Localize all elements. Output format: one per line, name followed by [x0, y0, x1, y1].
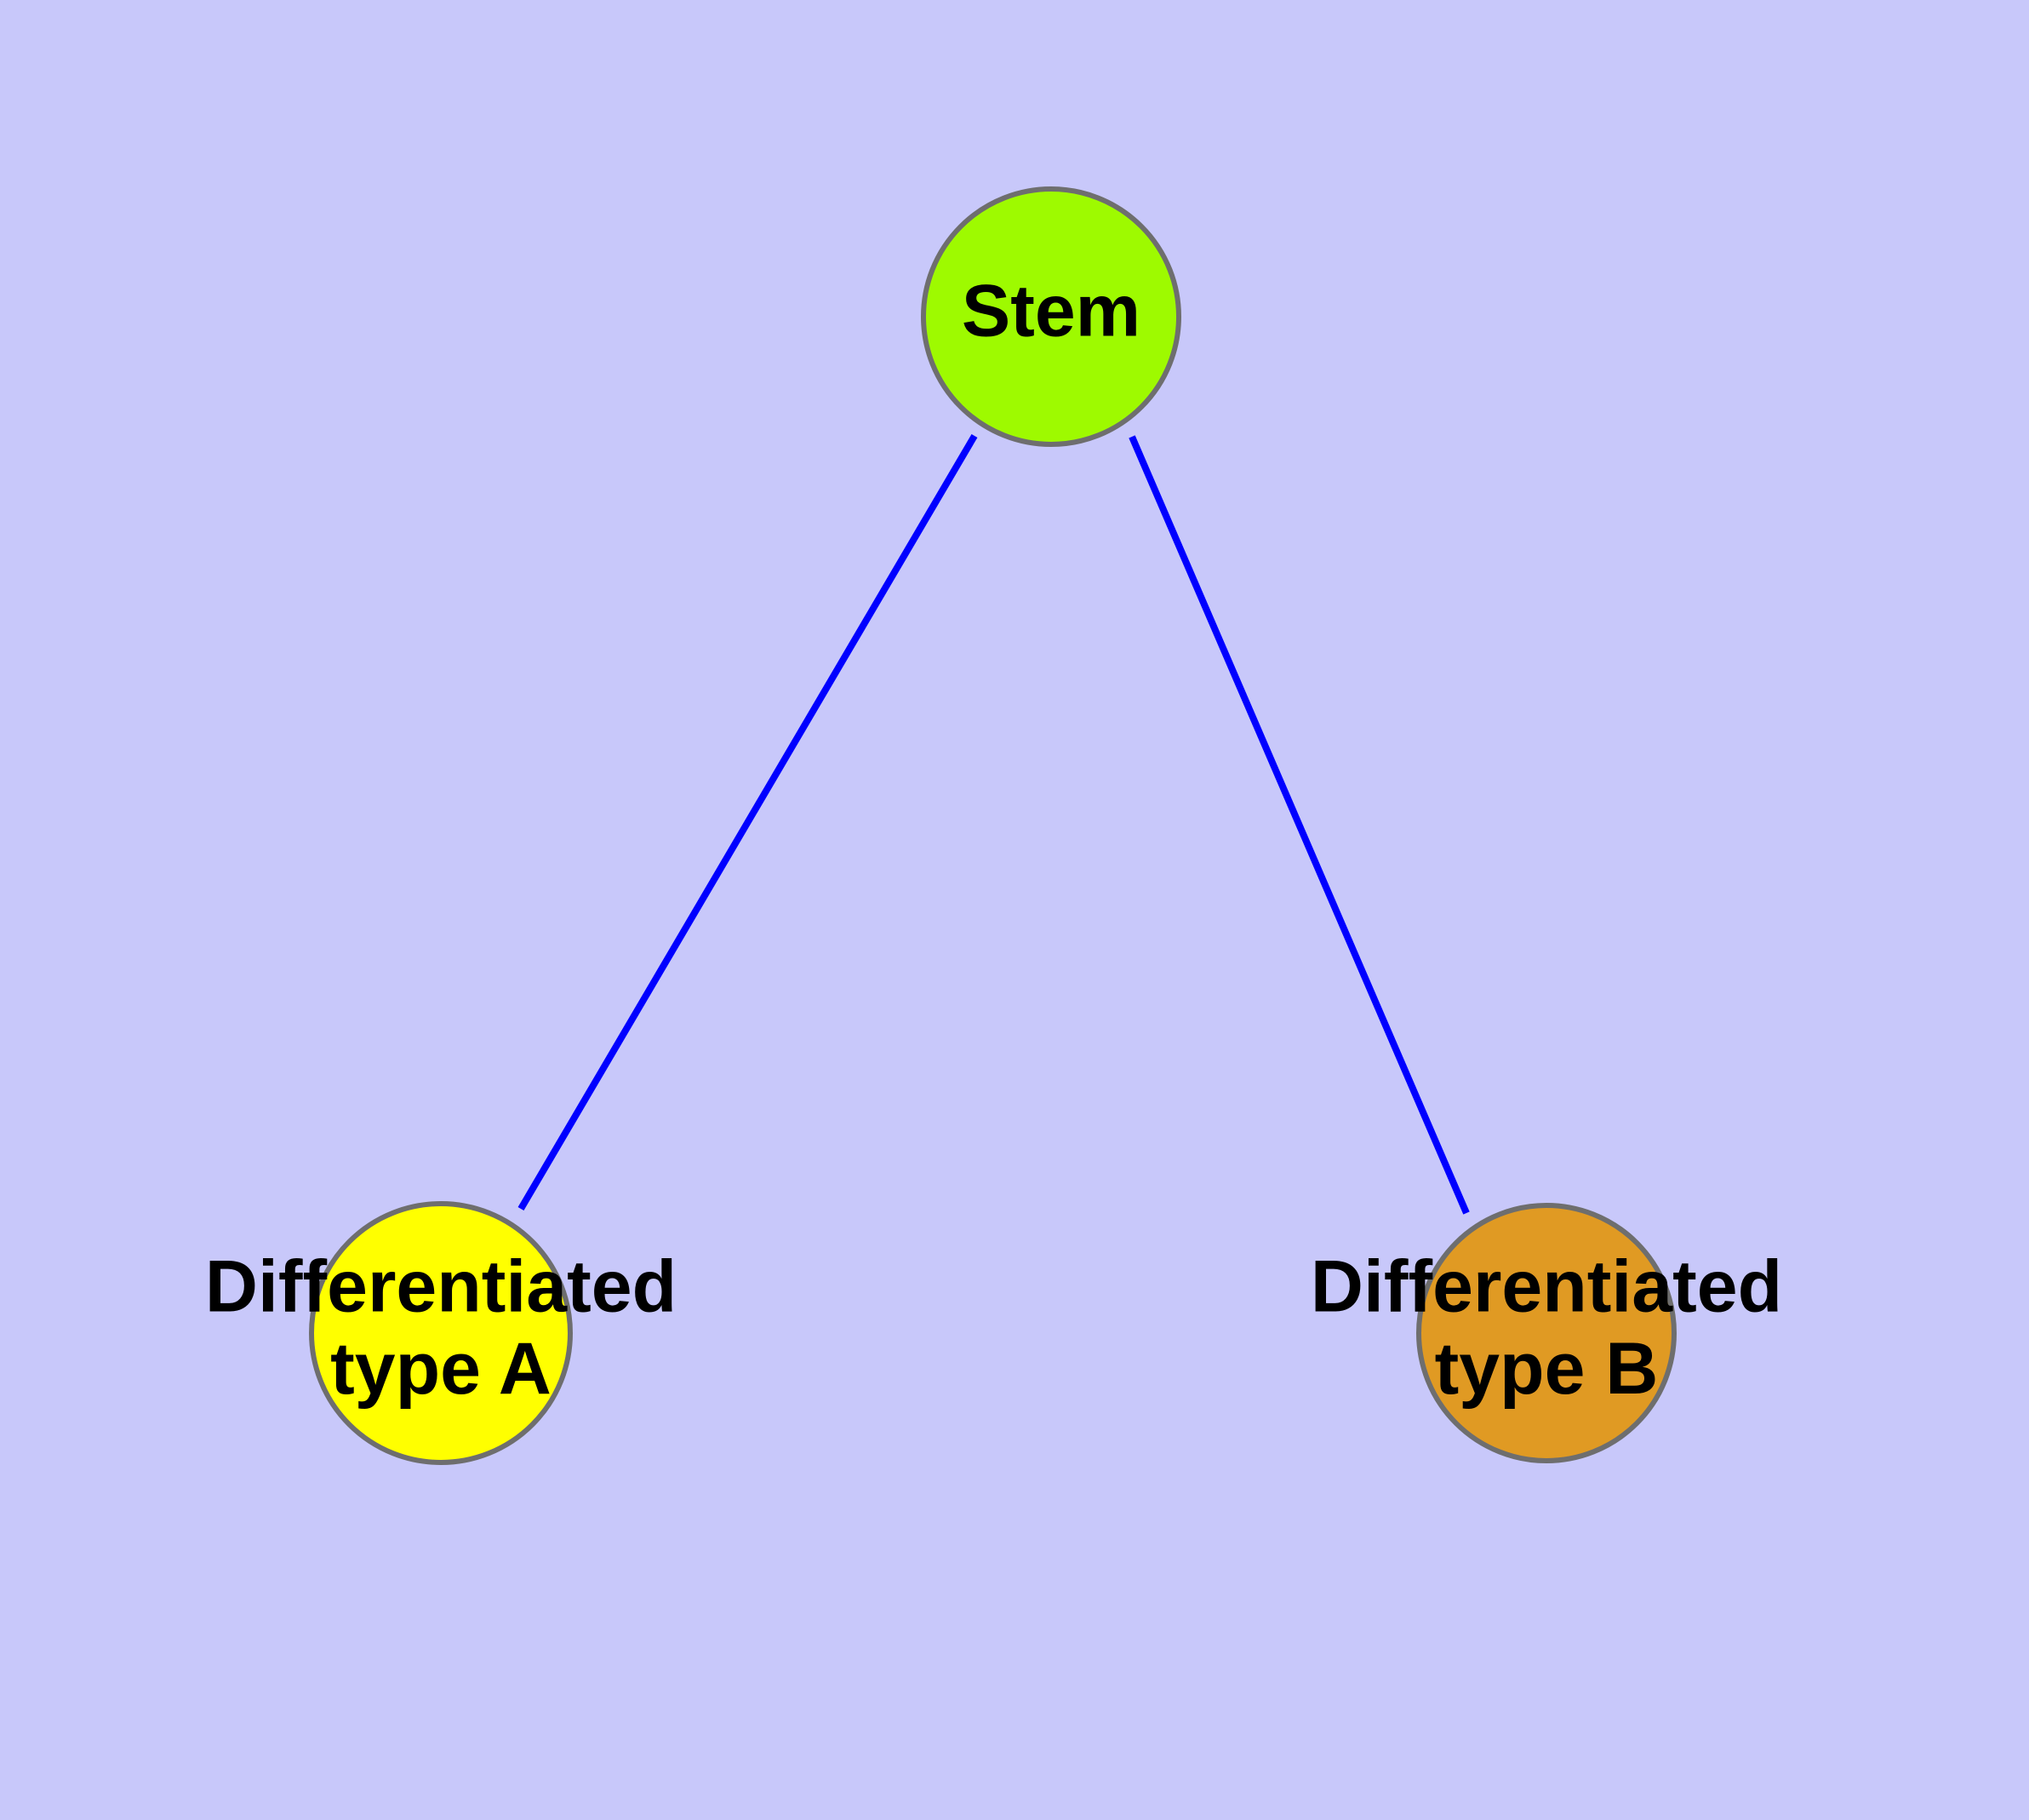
node-differentiated-type-a-circle[interactable]: [309, 1201, 573, 1465]
nodes-layer: [309, 186, 1677, 1465]
edge-stem-to-differentiated-type-a: [517, 433, 978, 1211]
node-differentiated-type-a-label-line2: type A: [330, 1328, 552, 1410]
edges-layer: [517, 433, 1470, 1215]
node-differentiated-type-b-circle[interactable]: [1416, 1203, 1677, 1463]
node-differentiated-type-a[interactable]: [309, 1201, 573, 1465]
node-differentiated-type-a-label-line1: Differentiated: [205, 1246, 677, 1328]
node-differentiated-type-b-label-line1: Differentiated: [1311, 1246, 1782, 1328]
labels-layer: Stem Differentiated type A Differentiate…: [205, 271, 1782, 1410]
node-differentiated-type-b[interactable]: [1416, 1203, 1677, 1463]
node-stem[interactable]: [921, 186, 1181, 447]
node-stem-circle[interactable]: [921, 186, 1181, 447]
edge-stem-to-differentiated-type-b: [1129, 435, 1470, 1215]
node-stem-label: Stem: [962, 271, 1140, 352]
node-differentiated-type-b-label-line2: type B: [1435, 1328, 1659, 1410]
